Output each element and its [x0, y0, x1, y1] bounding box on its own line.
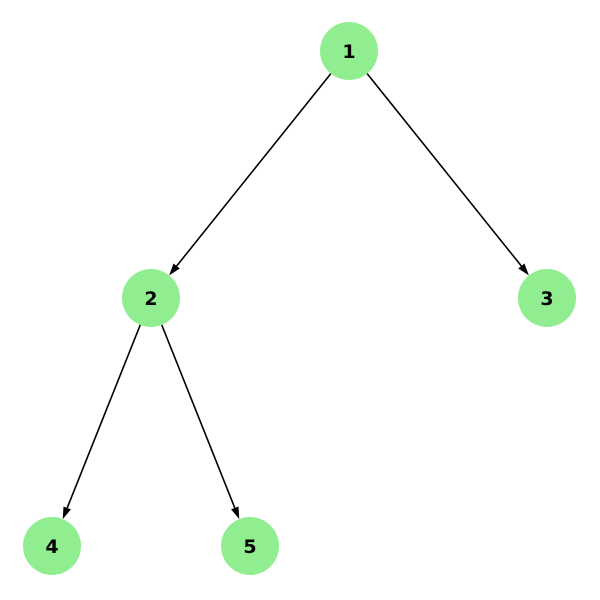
graph-node-1[interactable]: 1: [320, 22, 378, 80]
graph-edge-1-to-2: [176, 73, 332, 267]
graph-node-circle-1[interactable]: [320, 22, 378, 80]
arrowhead-icon-2-to-5: [231, 506, 240, 520]
graph-node-label-5: 5: [243, 536, 256, 558]
graph-edge-2-to-5: [161, 324, 236, 509]
graph-node-circle-5[interactable]: [221, 517, 279, 575]
graph-node-circle-3[interactable]: [518, 269, 576, 327]
graph-node-2[interactable]: 2: [122, 269, 180, 327]
edges-layer: [62, 73, 529, 520]
graph-node-3[interactable]: 3: [518, 269, 576, 327]
arrowhead-icon-2-to-4: [62, 506, 71, 520]
graph-node-circle-4[interactable]: [23, 517, 81, 575]
arrowhead-icon-1-to-2: [169, 263, 180, 276]
arrowhead-icon-1-to-3: [518, 263, 529, 276]
graph-node-circle-2[interactable]: [122, 269, 180, 327]
graph-node-label-2: 2: [144, 288, 157, 310]
graph-node-4[interactable]: 4: [23, 517, 81, 575]
graph-node-5[interactable]: 5: [221, 517, 279, 575]
nodes-layer: 1 2 3 4 5: [23, 22, 576, 575]
graph-edge-1-to-3: [366, 73, 522, 267]
graph-node-label-1: 1: [342, 41, 355, 63]
graph-edge-2-to-4: [66, 324, 141, 509]
graph-node-label-4: 4: [45, 536, 58, 558]
graph-node-label-3: 3: [540, 288, 553, 310]
